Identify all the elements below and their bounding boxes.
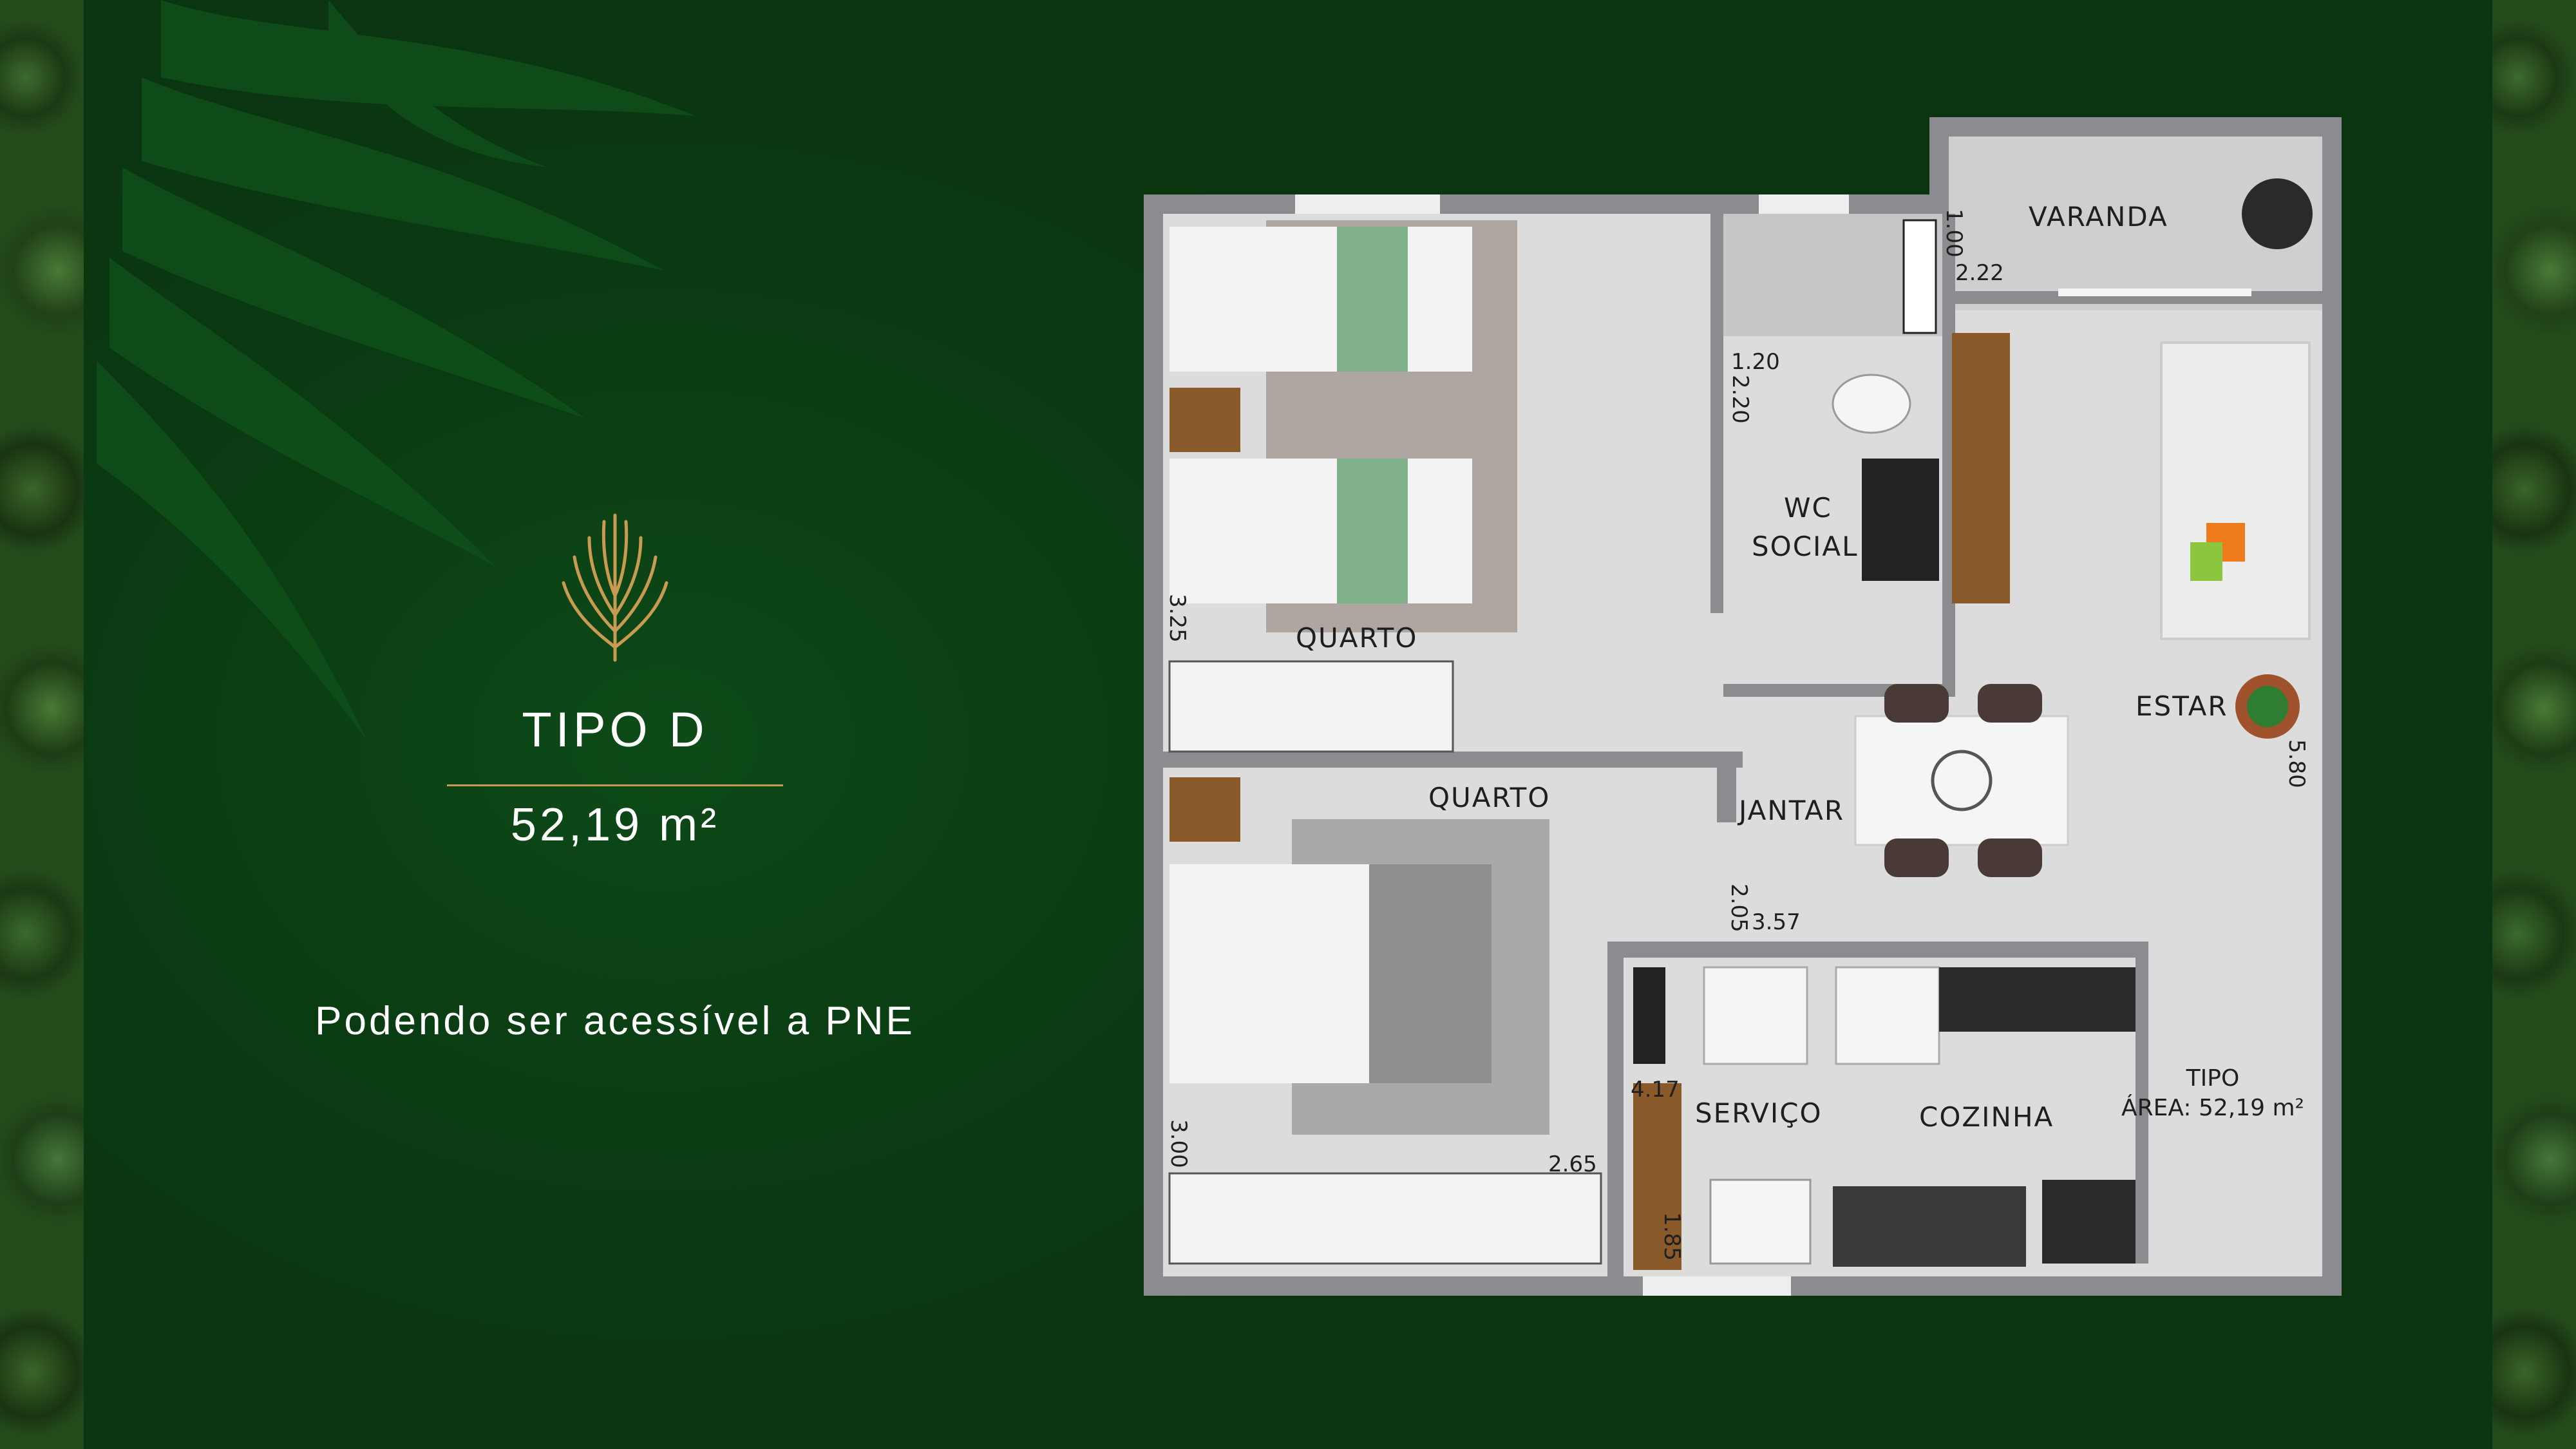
dim-quarto2-height: 3.00	[1166, 1119, 1191, 1168]
foliage-left-border	[0, 0, 84, 1449]
room-label-social: SOCIAL	[1752, 531, 1859, 562]
room-label-quarto-1: QUARTO	[1296, 622, 1418, 654]
dim-servico-width: 4.17	[1631, 1077, 1680, 1103]
unit-area: 52,19 m²	[510, 799, 720, 851]
dim-varanda-height: 1.00	[1941, 209, 1967, 258]
dim-wc-height: 2.20	[1727, 375, 1753, 424]
room-label-varanda: VARANDA	[2029, 201, 2168, 232]
room-label-estar: ESTAR	[2136, 690, 2228, 722]
dim-estar-height: 5.80	[2284, 739, 2309, 788]
unit-type-title: TIPO D	[522, 703, 708, 757]
dim-quarto1: 3.25	[1164, 594, 1190, 643]
accessibility-note: Podendo ser acessível a PNE	[315, 999, 915, 1043]
dim-hall: 2.05	[1726, 884, 1752, 933]
foliage-right-border	[2492, 0, 2576, 1449]
dim-quarto2-width: 2.65	[1548, 1151, 1597, 1177]
palm-logo-icon	[562, 513, 668, 662]
floor-plan: QUARTO QUARTO WC SOCIAL VARANDA ESTAR JA…	[1144, 117, 2342, 1296]
dim-jantar-width: 3.57	[1752, 909, 1801, 935]
area-stamp-title: TIPO	[2186, 1065, 2240, 1092]
room-label-cozinha: COZINHA	[1919, 1101, 2054, 1133]
room-label-jantar: JANTAR	[1739, 795, 1845, 826]
dim-servico-height: 1.85	[1659, 1212, 1685, 1261]
area-stamp: TIPO ÁREA: 52,19 m²	[2110, 1064, 2316, 1123]
floor-plan-drawing	[1144, 117, 2342, 1296]
room-label-quarto-2: QUARTO	[1428, 782, 1551, 813]
area-stamp-value: ÁREA: 52,19 m²	[2121, 1095, 2304, 1121]
dim-varanda-width: 2.22	[1955, 260, 2004, 286]
title-divider	[447, 784, 783, 786]
room-label-servico: SERVIÇO	[1695, 1097, 1823, 1129]
room-label-wc: WC	[1784, 492, 1832, 524]
dim-wc-width: 1.20	[1731, 349, 1780, 375]
palm-leaf-decoration	[97, 0, 696, 741]
